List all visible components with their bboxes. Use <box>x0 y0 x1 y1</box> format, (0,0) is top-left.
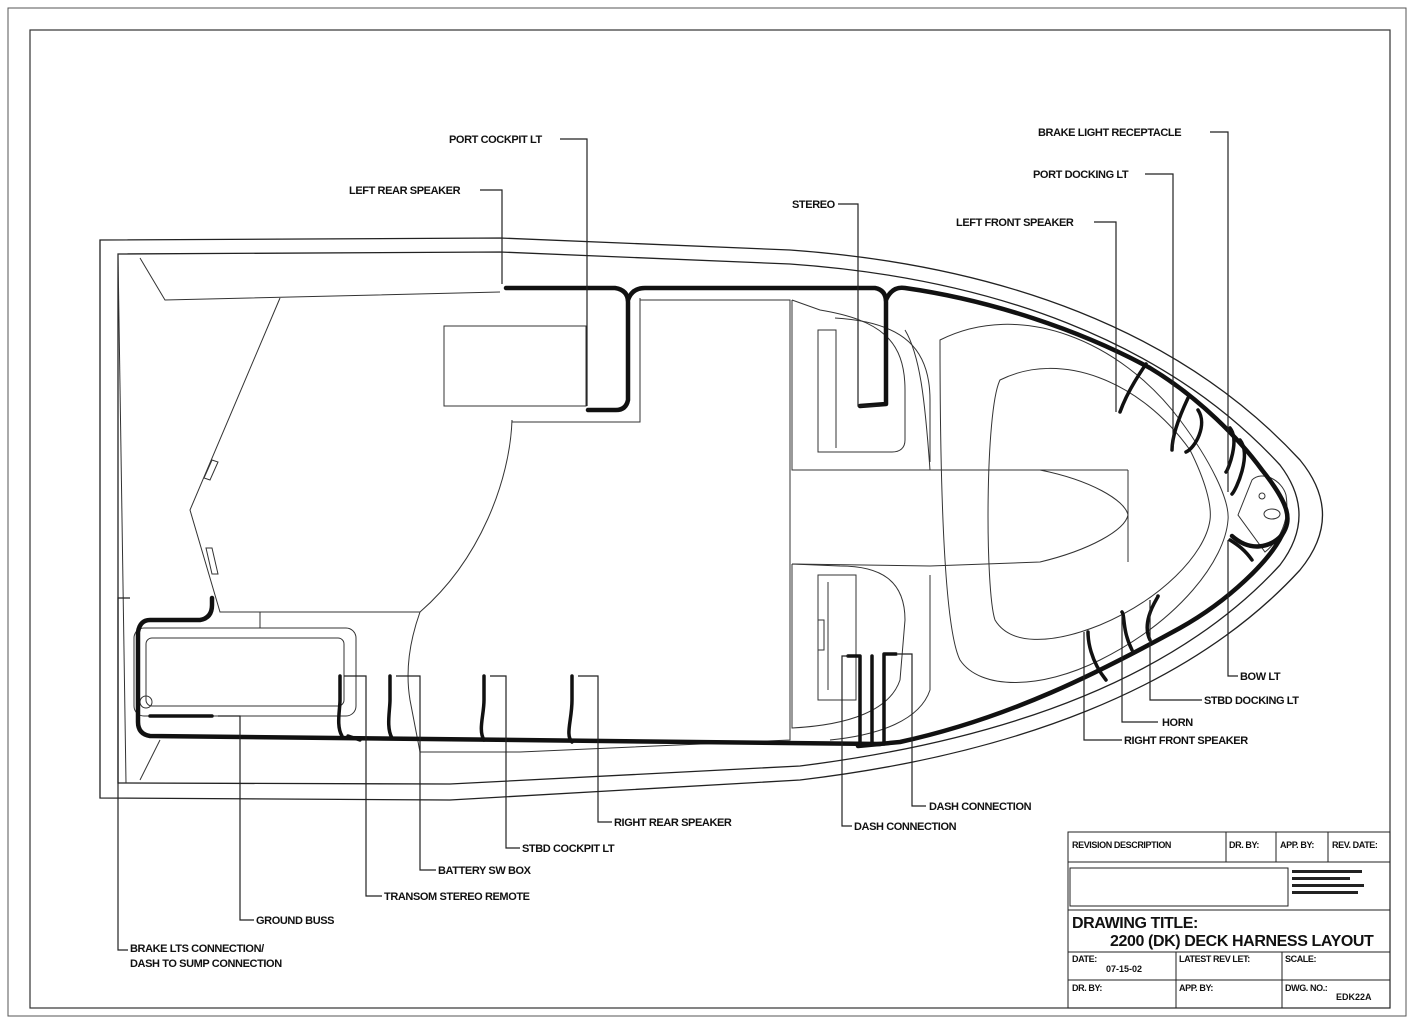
tb-drawing-title-label: DRAWING TITLE: <box>1072 915 1198 932</box>
tb-date-value: 07-15-02 <box>1106 964 1142 974</box>
tb-dr-by-label: DR. BY: <box>1072 983 1102 993</box>
tb-dr-by-header: DR. BY: <box>1229 840 1259 850</box>
label-bow-lt: BOW LT <box>1240 671 1281 683</box>
component-labels: PORT COCKPIT LT LEFT REAR SPEAKER STEREO… <box>130 127 1300 970</box>
label-transom-stereo-remote: TRANSOM STEREO REMOTE <box>384 891 530 903</box>
tb-dwg-no-label: DWG. NO.: <box>1285 983 1328 993</box>
hull-outline <box>99 237 1324 801</box>
outer-border <box>7 7 1407 1017</box>
label-right-front-speaker: RIGHT FRONT SPEAKER <box>1124 735 1248 747</box>
label-stereo: STEREO <box>792 199 836 211</box>
label-right-rear-speaker: RIGHT REAR SPEAKER <box>614 817 732 829</box>
label-dash-connection-2: DASH CONNECTION <box>854 821 957 833</box>
label-brake-lts-connection-1: BRAKE LTS CONNECTION/ <box>130 943 264 955</box>
tb-app-by-header: APP. BY: <box>1280 840 1314 850</box>
tb-revision-description: REVISION DESCRIPTION <box>1072 840 1171 850</box>
label-left-rear-speaker: LEFT REAR SPEAKER <box>349 185 461 197</box>
title-block: REVISION DESCRIPTION DR. BY: APP. BY: RE… <box>1067 831 1391 1009</box>
company-address-block <box>1292 870 1364 894</box>
label-ground-buss: GROUND BUSS <box>256 915 334 927</box>
label-dash-connection-1: DASH CONNECTION <box>929 801 1032 813</box>
label-left-front-speaker: LEFT FRONT SPEAKER <box>956 217 1074 229</box>
leader-lines <box>117 131 1238 951</box>
tb-latest-rev-let-label: LATEST REV LET: <box>1179 954 1250 964</box>
deck-features <box>133 297 1288 753</box>
inner-border <box>29 29 1391 1009</box>
wiring-harness <box>135 285 1290 749</box>
label-stbd-cockpit-lt: STBD COCKPIT LT <box>522 843 615 855</box>
label-port-cockpit-lt: PORT COCKPIT LT <box>449 134 542 146</box>
tb-date-label: DATE: <box>1072 954 1097 964</box>
label-brake-lts-connection-2: DASH TO SUMP CONNECTION <box>130 958 282 970</box>
label-brake-light-receptacle: BRAKE LIGHT RECEPTACLE <box>1038 127 1181 139</box>
label-battery-sw-box: BATTERY SW BOX <box>438 865 532 877</box>
tb-rev-date-header: REV. DATE: <box>1332 840 1378 850</box>
tb-drawing-title: 2200 (DK) DECK HARNESS LAYOUT <box>1110 933 1374 950</box>
label-stbd-docking-lt: STBD DOCKING LT <box>1204 695 1299 707</box>
tb-app-by-label: APP. BY: <box>1179 983 1213 993</box>
label-horn: HORN <box>1162 717 1193 729</box>
label-port-docking-lt: PORT DOCKING LT <box>1033 169 1129 181</box>
tb-scale-label: SCALE: <box>1285 954 1317 964</box>
tb-dwg-no-value: EDK22A <box>1336 992 1372 1002</box>
port-main-harness <box>503 285 631 413</box>
